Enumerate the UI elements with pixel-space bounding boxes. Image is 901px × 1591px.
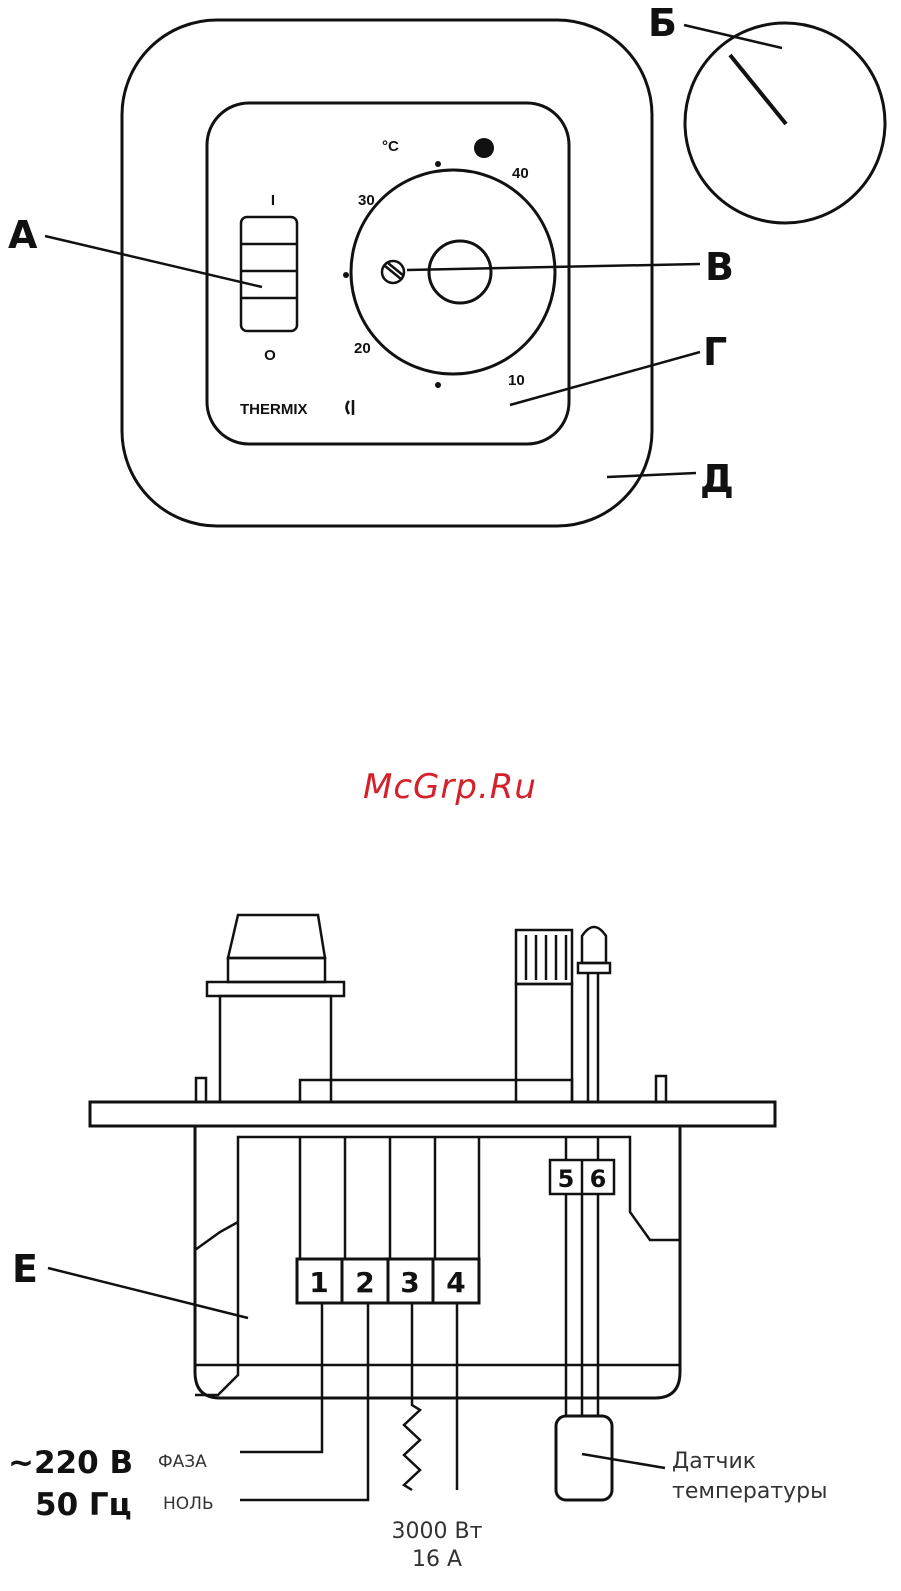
switch-off-mark: O — [264, 347, 276, 364]
sensor-leader — [582, 1454, 665, 1468]
neutral-wire — [240, 1303, 368, 1500]
terminal-4: 4 — [446, 1266, 465, 1299]
callout-g: Г — [703, 330, 727, 374]
callout-b-leader — [684, 25, 782, 48]
watermark: McGrp.Ru — [363, 767, 537, 807]
switch-on-mark: I — [271, 192, 275, 209]
callout-d-leader — [607, 473, 696, 477]
neutral-label: НОЛЬ — [163, 1494, 214, 1514]
detail-pointer — [730, 55, 786, 124]
internal-board — [300, 1080, 572, 1102]
callout-d: Д — [700, 457, 734, 501]
base-recess — [195, 1137, 680, 1395]
phase-label: ФАЗА — [158, 1452, 207, 1472]
dial-center-knob — [429, 241, 491, 303]
callout-a: А — [8, 213, 38, 257]
sensor-label-line2: температуры — [672, 1479, 827, 1504]
callout-a-leader — [45, 236, 262, 287]
phase-wire — [240, 1303, 322, 1452]
base-recess-left — [195, 1222, 238, 1250]
wiring-diagram: 1 2 3 4 5 6 Е ~220 В 50 Гц ФАЗА НОЛЬ — [8, 915, 827, 1572]
indicator-led — [578, 927, 610, 1102]
callout-e-leader — [48, 1268, 248, 1318]
dial-scale-10: 10 — [508, 372, 525, 389]
load-current: 16 А — [412, 1547, 462, 1572]
potentiometer — [516, 930, 572, 1102]
load-power: 3000 Вт — [392, 1519, 483, 1544]
dial-dot-left — [343, 272, 349, 278]
terminal-6: 6 — [590, 1165, 607, 1193]
terminal-2: 2 — [355, 1266, 374, 1299]
indicator-lamp — [474, 138, 494, 158]
supply-frequency: 50 Гц — [35, 1487, 132, 1523]
dial-scale-30: 30 — [358, 192, 375, 209]
dial-scale-40: 40 — [512, 165, 529, 182]
callout-v: В — [705, 245, 734, 289]
mount-post-right — [656, 1076, 666, 1102]
dial-dot-top — [435, 161, 441, 167]
base-body — [195, 1126, 680, 1398]
dial-scale-20: 20 — [354, 340, 371, 357]
thermostat-front-view: I O °C 30 40 20 10 THERMIX А В Г Д — [8, 1, 885, 526]
terminal-5: 5 — [558, 1165, 575, 1193]
callout-b: Б — [648, 1, 677, 45]
callout-e: Е — [12, 1247, 38, 1291]
terminal-3: 3 — [400, 1266, 419, 1299]
dial-unit: °C — [382, 138, 399, 155]
brand-logo-mark — [347, 400, 354, 415]
brand-logo: THERMIX — [240, 401, 308, 418]
callout-g-leader — [510, 352, 700, 405]
switch-housing — [207, 915, 344, 1102]
adjustment-screw — [382, 261, 404, 283]
terminal-1: 1 — [309, 1266, 328, 1299]
dial-dot-bottom — [435, 382, 441, 388]
mount-post-left — [196, 1078, 206, 1102]
pcb-plate — [90, 1102, 775, 1126]
supply-voltage: ~220 В — [8, 1445, 133, 1481]
power-switch — [241, 217, 297, 331]
sensor-label-line1: Датчик — [672, 1449, 756, 1474]
